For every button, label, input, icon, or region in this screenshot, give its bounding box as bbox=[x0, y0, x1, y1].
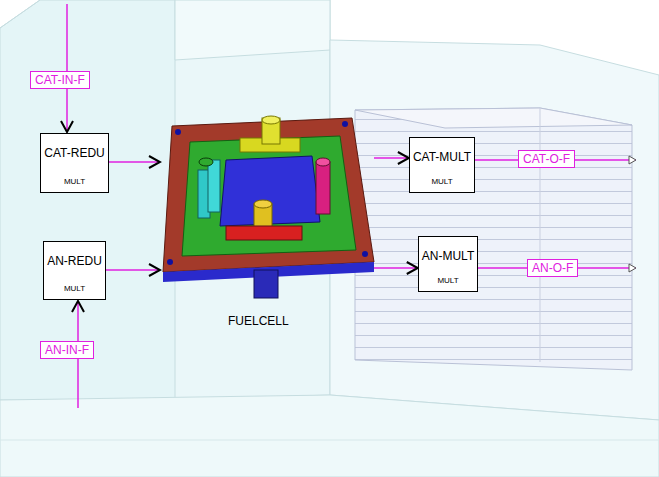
stream-connector bbox=[106, 269, 160, 271]
block-name: CAT-MULT bbox=[410, 150, 474, 164]
block-type: MULT bbox=[410, 177, 474, 186]
block-name: FUELCELL bbox=[228, 314, 289, 328]
block-name: AN-MULT bbox=[419, 249, 477, 263]
stream-label: CAT-IN-F bbox=[30, 71, 90, 89]
stream-connector bbox=[374, 157, 409, 159]
block-type: MULT bbox=[41, 177, 107, 186]
block-name: CAT-REDU bbox=[41, 146, 107, 160]
process-block: AN-REDU MULT bbox=[43, 241, 106, 300]
stream-connector bbox=[109, 161, 160, 163]
block-name: AN-REDU bbox=[44, 254, 105, 268]
block-type: MULT bbox=[419, 276, 477, 285]
process-block: CAT-REDU MULT bbox=[40, 133, 108, 193]
block-type: MULT bbox=[44, 284, 105, 293]
stream-label: CAT-O-F bbox=[518, 150, 575, 168]
stream-connector bbox=[374, 267, 418, 269]
stream-label: AN-IN-F bbox=[40, 341, 94, 359]
process-block: AN-MULT MULT bbox=[418, 236, 478, 292]
stream-label: AN-O-F bbox=[527, 259, 578, 277]
process-block: CAT-MULT MULT bbox=[409, 137, 475, 193]
fuel-cell-block: FUELCELL bbox=[160, 96, 374, 334]
